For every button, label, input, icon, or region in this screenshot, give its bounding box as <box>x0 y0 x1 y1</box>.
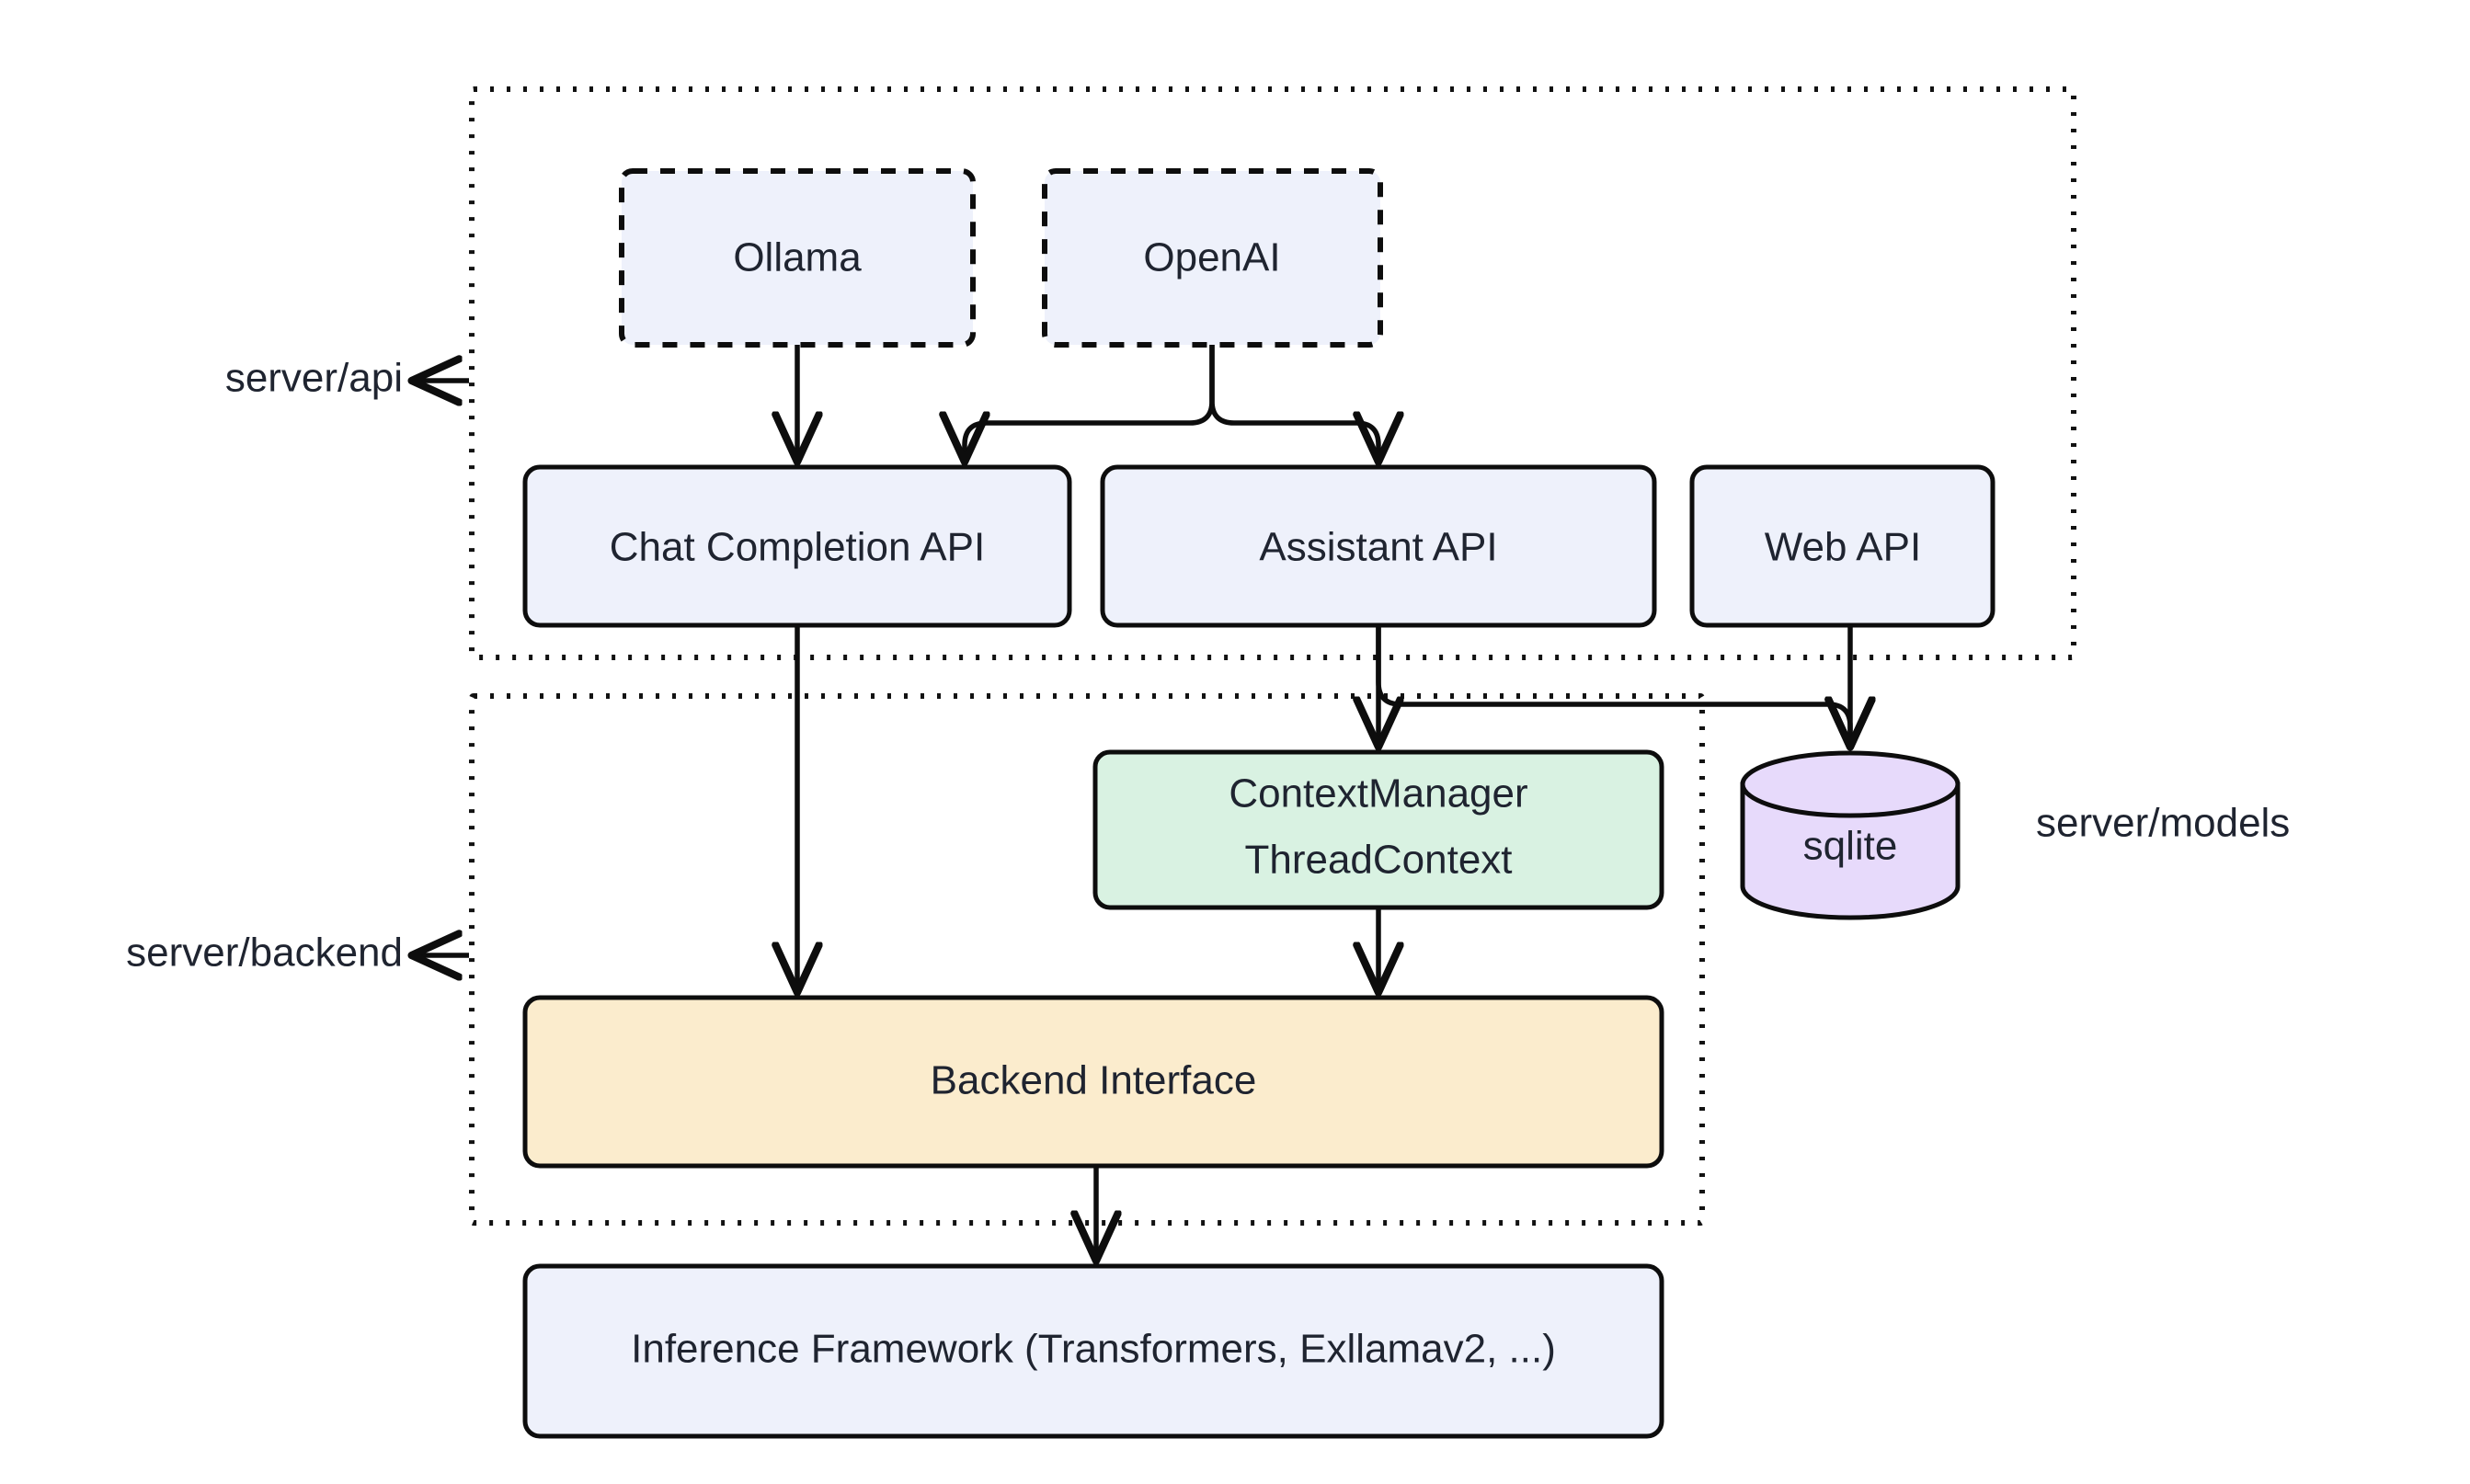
node-contextmanager[interactable]: ContextManager ThreadContext <box>1092 749 1664 910</box>
node-ollama-shape <box>619 168 976 348</box>
node-inference-framework-shape <box>522 1263 1664 1439</box>
group-label-server-backend: server/backend <box>126 930 403 976</box>
node-contextmanager-shape <box>1092 749 1664 910</box>
node-openai-shape <box>1042 168 1383 348</box>
node-sqlite[interactable]: sqlite <box>1740 750 1961 920</box>
node-contextmanager-label-line1: ContextManager <box>1229 771 1527 816</box>
node-assistant-api-shape <box>1100 464 1657 628</box>
node-web-api-label: Web API <box>1765 525 1921 570</box>
group-label-server-api: server/api <box>225 356 403 401</box>
node-inference-framework[interactable]: Inference Framework (Transformers, Exlla… <box>522 1263 1664 1439</box>
node-backend-interface-shape <box>522 995 1664 1169</box>
edge-openai-to-chat-completion-api <box>965 345 1215 458</box>
node-ollama[interactable]: Ollama <box>619 168 976 348</box>
node-contextmanager-label-line2: ThreadContext <box>1244 838 1512 883</box>
edge-openai-to-assistant-api <box>1209 345 1378 458</box>
node-sqlite-cylinder-body <box>1740 782 1961 920</box>
node-chat-completion-api-label: Chat Completion API <box>610 525 985 570</box>
group-label-server-models: server/models <box>2036 801 2290 846</box>
node-backend-interface[interactable]: Backend Interface <box>522 995 1664 1169</box>
edge-assistant-api-to-sqlite <box>1376 625 1850 743</box>
node-chat-completion-api-shape <box>522 464 1072 628</box>
node-sqlite-cylinder-top <box>1740 750 1961 818</box>
node-web-api-shape <box>1689 464 1995 628</box>
node-openai[interactable]: OpenAI <box>1042 168 1383 348</box>
node-sqlite-label: sqlite <box>1803 824 1898 869</box>
node-openai-label: OpenAI <box>1143 235 1280 280</box>
node-web-api[interactable]: Web API <box>1689 464 1995 628</box>
node-backend-interface-label: Backend Interface <box>931 1058 1257 1103</box>
node-assistant-api[interactable]: Assistant API <box>1100 464 1657 628</box>
node-ollama-label: Ollama <box>733 235 862 280</box>
node-inference-framework-label: Inference Framework (Transformers, Exlla… <box>631 1327 1556 1372</box>
node-chat-completion-api[interactable]: Chat Completion API <box>522 464 1072 628</box>
node-assistant-api-label: Assistant API <box>1259 525 1497 570</box>
